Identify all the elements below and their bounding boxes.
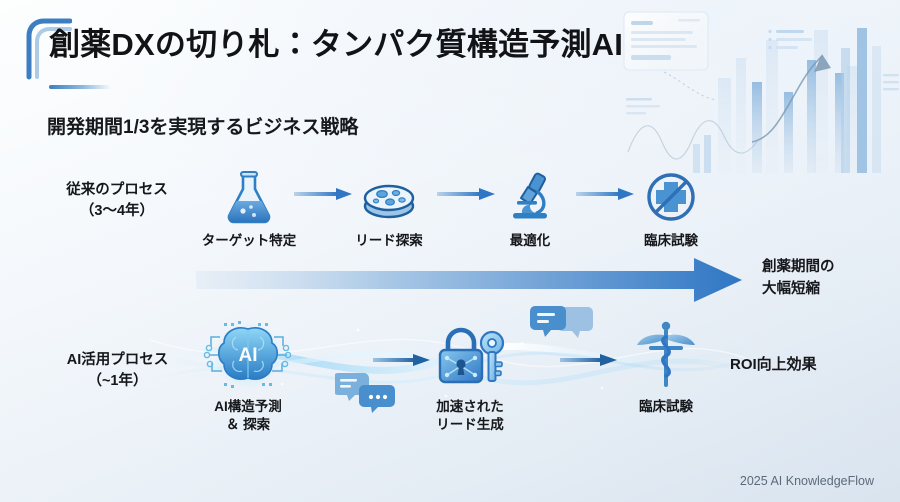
ai-step-1[interactable]: AI AI構造予測 ＆ 探索 <box>190 318 306 434</box>
traditional-process-label: 従来のプロセス （3〜4年） <box>42 180 192 222</box>
ai-label-line1: AI活用プロセス <box>66 352 169 368</box>
traditional-label-line1: 従来のプロセス <box>66 182 168 198</box>
ai-process-label: AI活用プロセス （~1年） <box>40 350 195 392</box>
ai-connector-arrow-2 <box>560 354 617 366</box>
ai-connector-arrow-1 <box>373 354 430 366</box>
transition-caption-line2: 大幅短縮 <box>762 280 820 297</box>
traditional-step-4[interactable]: 臨床試験 <box>619 168 723 250</box>
caduceus-icon <box>608 318 724 392</box>
connector-arrow-3 <box>576 188 634 200</box>
svg-text:AI: AI <box>239 345 258 366</box>
transition-arrow-caption: 創薬期間の 大幅短縮 <box>762 257 835 301</box>
lock-key-icon <box>412 318 528 392</box>
ai-brain-icon: AI <box>190 318 306 392</box>
footer-credit: 2025 AI KnowledgeFlow <box>739 474 874 488</box>
traditional-step-2-caption: リード探索 <box>355 233 423 248</box>
roi-effect-text: ROI向上効果 <box>730 356 817 373</box>
ai-step-3-caption: 臨床試験 <box>639 399 693 414</box>
traditional-step-2[interactable]: リード探索 <box>337 168 441 250</box>
transition-arrow <box>196 258 742 302</box>
ai-step-2-caption-line2: リード生成 <box>436 416 504 432</box>
microscope-icon <box>478 168 582 226</box>
no-clinical-trial-icon <box>619 168 723 226</box>
ai-step-1-caption-line1: AI構造予測 <box>214 399 282 414</box>
chat-bubbles-icon-left <box>335 373 395 413</box>
chat-bubbles-icon-right <box>530 306 593 338</box>
title-underline-accent <box>49 85 111 89</box>
traditional-step-3[interactable]: 最適化 <box>478 168 582 250</box>
ai-step-1-caption-line2: ＆ 探索 <box>225 416 271 432</box>
connector-arrow-2 <box>437 188 495 200</box>
ai-label-line2: （~1年） <box>87 373 148 390</box>
ai-step-2-caption: 加速された リード生成 <box>412 398 528 434</box>
page-title: 創薬DXの切り札：タンパク質構造予測AI <box>49 27 624 62</box>
ai-step-2-caption-line1: 加速された <box>436 399 504 414</box>
traditional-step-4-caption: 臨床試験 <box>644 233 698 248</box>
traditional-step-1[interactable]: ターゲット特定 <box>197 168 301 250</box>
ai-step-1-caption: AI構造予測 ＆ 探索 <box>190 398 306 434</box>
traditional-step-1-caption: ターゲット特定 <box>201 233 297 248</box>
flask-icon <box>197 168 301 226</box>
traditional-label-line2: （3〜4年） <box>79 203 155 220</box>
connector-arrow-1 <box>294 188 352 200</box>
transition-caption-line1: 創薬期間の <box>762 259 835 275</box>
ai-step-2[interactable]: 加速された リード生成 <box>412 318 528 434</box>
ai-step-3[interactable]: 臨床試験 <box>608 318 724 416</box>
petri-dish-icon <box>337 168 441 226</box>
page-subtitle: 開発期間1/3を実現するビジネス戦略 <box>47 117 359 138</box>
analytics-backdrop-art <box>623 11 899 173</box>
traditional-step-3-caption: 最適化 <box>509 233 551 248</box>
